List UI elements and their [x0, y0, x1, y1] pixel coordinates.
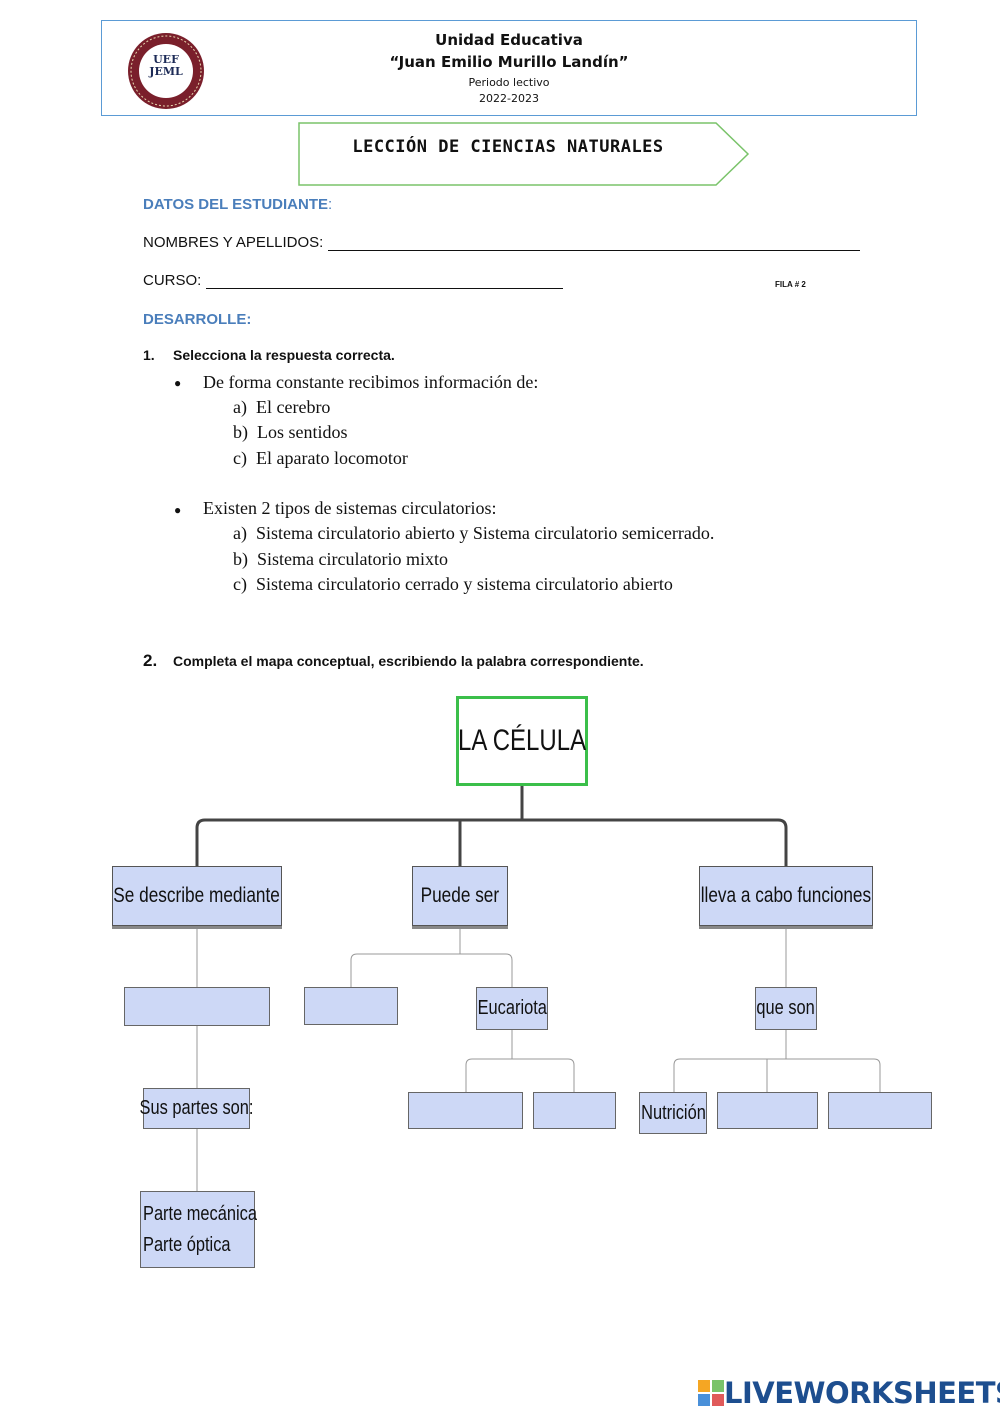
answer-blank-eukaryote-2[interactable]: [533, 1092, 616, 1129]
branch-label: Puede ser: [420, 884, 500, 907]
q1-item2-opt-c[interactable]: c) Sistema circulatorio cerrado y sistem…: [233, 574, 673, 595]
liveworksheets-logo: LIVEWORKSHEETS: [698, 1376, 1000, 1410]
question-1-number: 1.: [143, 347, 155, 363]
question-2-number: 2.: [143, 651, 158, 670]
school-logo: UEF JEML: [128, 33, 204, 109]
student-data-heading: DATOS DEL ESTUDIANTE:: [143, 196, 332, 213]
title-arrow-shape: [298, 122, 750, 186]
parts-answer-line: Parte mecánica: [143, 1202, 257, 1225]
names-label: NOMBRES Y APELLIDOS:: [143, 234, 324, 251]
option-letter: b): [233, 549, 248, 569]
answer-blank-eukaryote-1[interactable]: [408, 1092, 523, 1129]
branch-functions: lleva a cabo funciones: [699, 866, 873, 926]
q1-item1-opt-c[interactable]: c) El aparato locomotor: [233, 448, 408, 469]
answer-blank-function-2[interactable]: [717, 1092, 818, 1129]
q1-item1-stem: De forma constante recibimos información…: [203, 372, 539, 392]
option-text: Sistema circulatorio cerrado y sistema c…: [255, 574, 673, 594]
bullet-icon: ●: [174, 376, 182, 390]
branch-label: Se describe mediante: [113, 884, 281, 907]
option-letter: b): [233, 422, 248, 442]
option-letter: a): [233, 523, 247, 543]
develop-heading: DESARROLLE:: [143, 311, 252, 328]
question-1-text: Selecciona la respuesta correcta.: [173, 347, 395, 363]
option-text: Sistema circulatorio mixto: [257, 549, 448, 569]
option-letter: a): [233, 397, 247, 417]
nutrition-label: Nutrición: [640, 1101, 706, 1124]
logo-center: UEF JEML: [139, 44, 193, 98]
which-are-box: que son: [755, 987, 817, 1030]
names-field[interactable]: [327, 234, 860, 251]
branch-can-be: Puede ser: [412, 866, 508, 926]
option-letter: c): [233, 448, 247, 468]
option-text: El cerebro: [255, 397, 331, 417]
q1-item2-opt-a[interactable]: a) Sistema circulatorio abierto y Sistem…: [233, 523, 714, 544]
parts-answer-box: Parte mecánica Parte óptica: [140, 1191, 257, 1268]
q1-item2-stem: Existen 2 tipos de sistemas circulatorio…: [203, 498, 497, 518]
parts-label: Sus partes son:: [139, 1097, 254, 1119]
parts-answer-line: Parte óptica: [143, 1233, 231, 1256]
school-name: “Juan Emilio Murillo Landín”: [389, 53, 629, 71]
option-letter: c): [233, 574, 247, 594]
parts-box: Sus partes son:: [140, 1088, 253, 1129]
liveworksheets-mark-icon: [698, 1380, 724, 1406]
logo-text: UEF JEML: [149, 53, 183, 78]
nutrition-box: Nutrición: [639, 1092, 707, 1134]
course-field[interactable]: [205, 272, 563, 289]
answer-blank-cell-type[interactable]: [304, 987, 398, 1025]
school-type: Unidad Educativa: [435, 31, 583, 49]
concept-root-label: LA CÉLULA: [457, 724, 587, 757]
branch-label: lleva a cabo funciones: [700, 884, 872, 907]
option-text: El aparato locomotor: [255, 448, 408, 468]
bullet-icon: ●: [174, 503, 182, 517]
school-years: 2022-2023: [479, 92, 539, 105]
branch-describe: Se describe mediante: [112, 866, 282, 926]
header-frame: [101, 20, 917, 116]
eukaryote-label: Eucariota: [477, 997, 547, 1019]
answer-blank-function-3[interactable]: [828, 1092, 932, 1129]
question-2-text: Completa el mapa conceptual, escribiendo…: [173, 653, 644, 669]
student-data-colon: :: [328, 196, 333, 213]
period-label: Periodo lectivo: [468, 76, 550, 89]
option-text: Los sentidos: [257, 422, 348, 442]
option-text: Sistema circulatorio abierto y Sistema c…: [255, 523, 715, 543]
answer-blank-describe[interactable]: [124, 987, 270, 1026]
student-data-label: DATOS DEL ESTUDIANTE: [143, 196, 329, 213]
q1-item1-opt-a[interactable]: a) El cerebro: [233, 397, 330, 418]
course-row: CURSO:: [143, 272, 583, 289]
row-number: FILA # 2: [775, 280, 806, 289]
course-label: CURSO:: [143, 272, 202, 289]
concept-root: LA CÉLULA: [456, 696, 588, 786]
q1-item1-opt-b[interactable]: b) Los sentidos: [233, 422, 348, 443]
lesson-title: LECCIÓN DE CIENCIAS NATURALES: [352, 137, 664, 157]
brand-text: LIVEWORKSHEETS: [724, 1376, 1000, 1410]
which-are-label: que son: [756, 997, 816, 1019]
logo-ring-icon: [130, 35, 202, 107]
eukaryote-box: Eucariota: [476, 987, 548, 1030]
names-row: NOMBRES Y APELLIDOS:: [143, 234, 863, 251]
q1-item2-opt-b[interactable]: b) Sistema circulatorio mixto: [233, 549, 448, 570]
